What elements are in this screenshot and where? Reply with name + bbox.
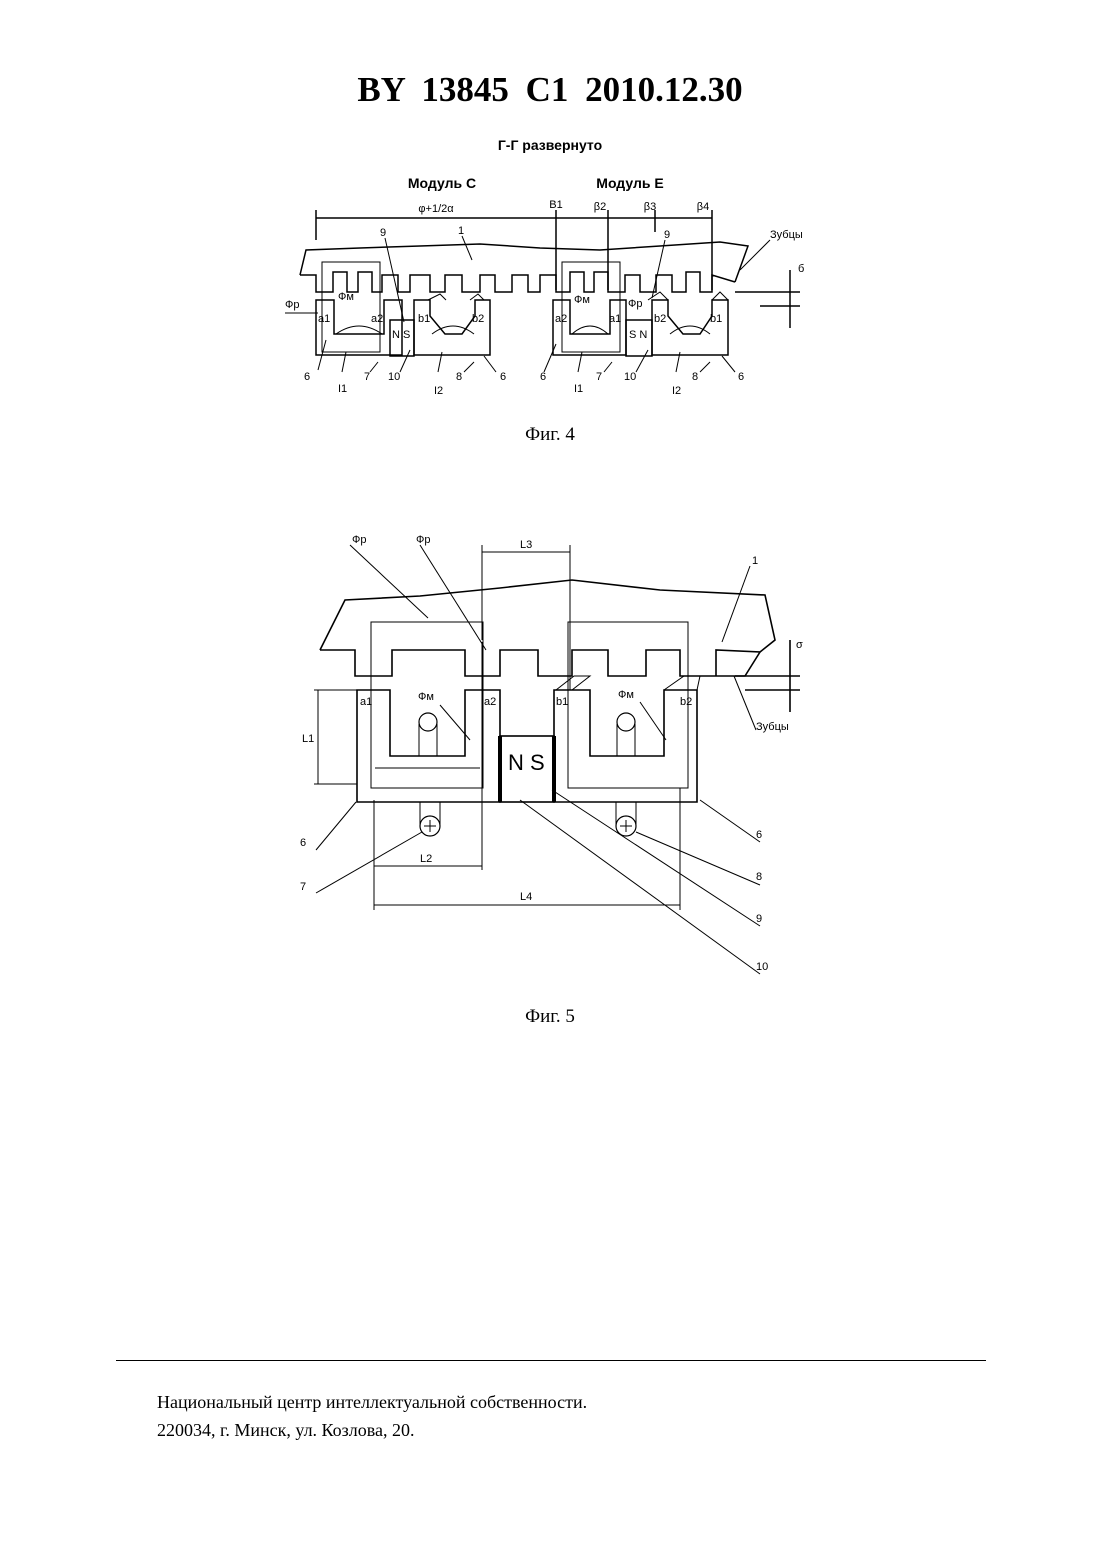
fig5-phi-m-right: Фм [618,689,634,701]
fig5-rotor-teeth [320,650,760,676]
fig5-l1: L1 [302,733,314,745]
fig5-caption: Фиг. 5 [0,1006,1100,1028]
fig5-phi-r-left: Фр [352,534,366,546]
fig5-a2: a2 [484,696,496,708]
fig5-n6-right: 6 [756,829,762,841]
fig5-l3: L3 [520,539,532,551]
footer-divider [116,1360,986,1361]
fig5-n1: 1 [752,555,758,567]
fig5-l2: L2 [420,853,432,865]
figure-5-drawing: Фр Фр L3 1 σ a1 Фм a2 b1 Фм b2 Зубцы L1 … [0,0,1100,1000]
fig5-n6-left: 6 [300,837,306,849]
fig5-phi-m-left: Фм [418,691,434,703]
fig5-b2: b2 [680,696,692,708]
fig5-a1: a1 [360,696,372,708]
fig5-n7: 7 [300,881,306,893]
footer-line-2: 220034, г. Минск, ул. Козлова, 20. [157,1416,587,1444]
publisher-footer: Национальный центр интеллектуальной собс… [157,1388,587,1444]
fig5-phi-r-right: Фр [416,534,430,546]
fig5-l4: L4 [520,891,532,903]
fig5-magnet-ns: N S [508,750,545,775]
fig5-n9: 9 [756,913,762,925]
fig5-teeth: Зубцы [756,721,789,733]
fig5-gap: σ [796,639,803,651]
fig5-n8: 8 [756,871,762,883]
fig5-b1: b1 [556,696,568,708]
fig5-n10: 10 [756,961,768,973]
footer-line-1: Национальный центр интеллектуальной собс… [157,1388,587,1416]
